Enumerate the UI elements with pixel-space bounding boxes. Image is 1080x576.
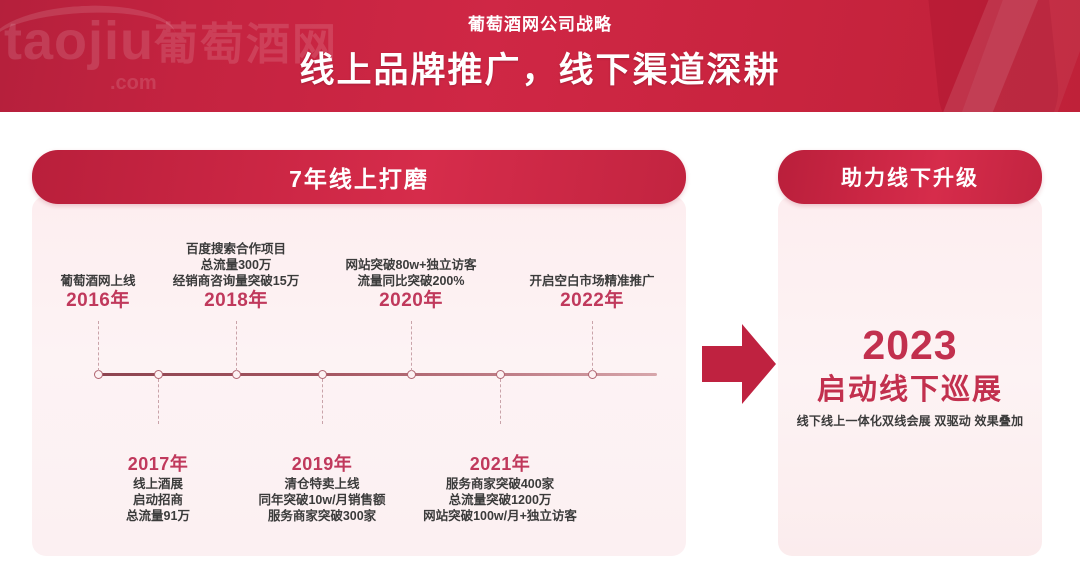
- timeline-year: 2019年: [291, 454, 353, 474]
- timeline-year: 2017年: [127, 454, 189, 474]
- timeline-node-6: [587, 370, 597, 379]
- timeline-connector: [322, 379, 323, 424]
- timeline-connector: [500, 379, 501, 424]
- timeline-node-3: [317, 370, 327, 379]
- timeline-desc-line: 总流量300万: [200, 258, 272, 272]
- left-panel-body: [32, 196, 686, 556]
- timeline-connector: [158, 379, 159, 424]
- timeline-entry-2018年: 百度搜索合作项目总流量300万经销商咨询量突破15万 2018年: [173, 241, 299, 313]
- left-panel-title-pill: 7年线上打磨: [32, 150, 686, 204]
- highlight-year: 2023: [862, 322, 958, 368]
- timeline-year: 2016年: [66, 290, 130, 311]
- header-banner: taojiu葡萄酒网 .com 葡萄酒网公司战略 线上品牌推广，线下渠道深耕: [0, 0, 1080, 112]
- timeline-desc-line: 线上酒展: [132, 477, 183, 491]
- timeline-entry-2020年: 网站突破80w+独立访客流量同比突破200% 2020年: [346, 257, 477, 313]
- timeline-entry-2016年: 葡萄酒网上线 2016年: [60, 273, 135, 313]
- timeline-entry-2021年: 2021年服务商家突破400家总流量突破1200万网站突破100w/月+独立访客: [423, 452, 577, 524]
- timeline-desc-line: 百度搜索合作项目: [185, 242, 286, 256]
- timeline-desc-line: 总流量91万: [126, 509, 190, 523]
- timeline-desc-line: 同年突破10w/月销售额: [258, 493, 386, 507]
- watermark-domain-text: .com: [110, 72, 157, 94]
- timeline-connector: [411, 321, 412, 371]
- timeline-desc-line: 启动招商: [132, 493, 183, 507]
- right-panel-body: [778, 196, 1042, 556]
- timeline-year: 2020年: [379, 290, 443, 311]
- header-subtitle: 葡萄酒网公司战略: [468, 15, 612, 34]
- timeline-desc-line: 网站突破100w/月+独立访客: [423, 509, 577, 523]
- header-title: 线上品牌推广，线下渠道深耕: [299, 51, 781, 90]
- timeline-desc-line: 网站突破80w+独立访客: [345, 258, 477, 272]
- watermark-brand-text: taojiu: [4, 11, 154, 71]
- timeline-node-1: [153, 370, 163, 379]
- watermark-logo: taojiu葡萄酒网: [4, 14, 338, 68]
- timeline-connector: [592, 321, 593, 371]
- timeline-axis: [95, 373, 657, 376]
- timeline-entry-2017年: 2017年线上酒展启动招商总流量91万: [126, 452, 190, 524]
- timeline-entry-2022年: 开启空白市场精准推广 2022年: [529, 273, 654, 313]
- watermark-cn-text: 葡萄酒网: [154, 20, 338, 69]
- timeline-year: 2018年: [204, 290, 268, 311]
- timeline-desc-line: 葡萄酒网上线: [60, 274, 136, 288]
- timeline-desc-line: 流量同比突破200%: [357, 274, 465, 288]
- timeline-desc-line: 服务商家突破400家: [445, 477, 555, 491]
- timeline-node-2: [231, 370, 241, 379]
- timeline-year: 2021年: [469, 454, 531, 474]
- timeline-year: 2022年: [560, 290, 624, 311]
- timeline-node-0: [93, 370, 103, 379]
- timeline-desc-line: 经销商咨询量突破15万: [172, 274, 300, 288]
- timeline-node-5: [495, 370, 505, 379]
- timeline-desc-line: 总流量突破1200万: [448, 493, 552, 507]
- timeline-node-4: [406, 370, 416, 379]
- right-panel-title-pill: 助力线下升级: [778, 150, 1042, 204]
- highlight-title: 启动线下巡展: [816, 374, 1003, 406]
- timeline-connector: [98, 321, 99, 371]
- timeline-desc-line: 开启空白市场精准推广: [529, 274, 655, 288]
- timeline-desc-line: 清仓特卖上线: [284, 477, 360, 491]
- right-arrow-icon: [702, 322, 776, 406]
- timeline-desc-line: 服务商家突破300家: [267, 509, 377, 523]
- highlight-note: 线下线上一体化双线会展 双驱动 效果叠加: [796, 414, 1024, 428]
- timeline-entry-2019年: 2019年清仓特卖上线同年突破10w/月销售额服务商家突破300家: [258, 452, 385, 524]
- timeline-connector: [236, 321, 237, 371]
